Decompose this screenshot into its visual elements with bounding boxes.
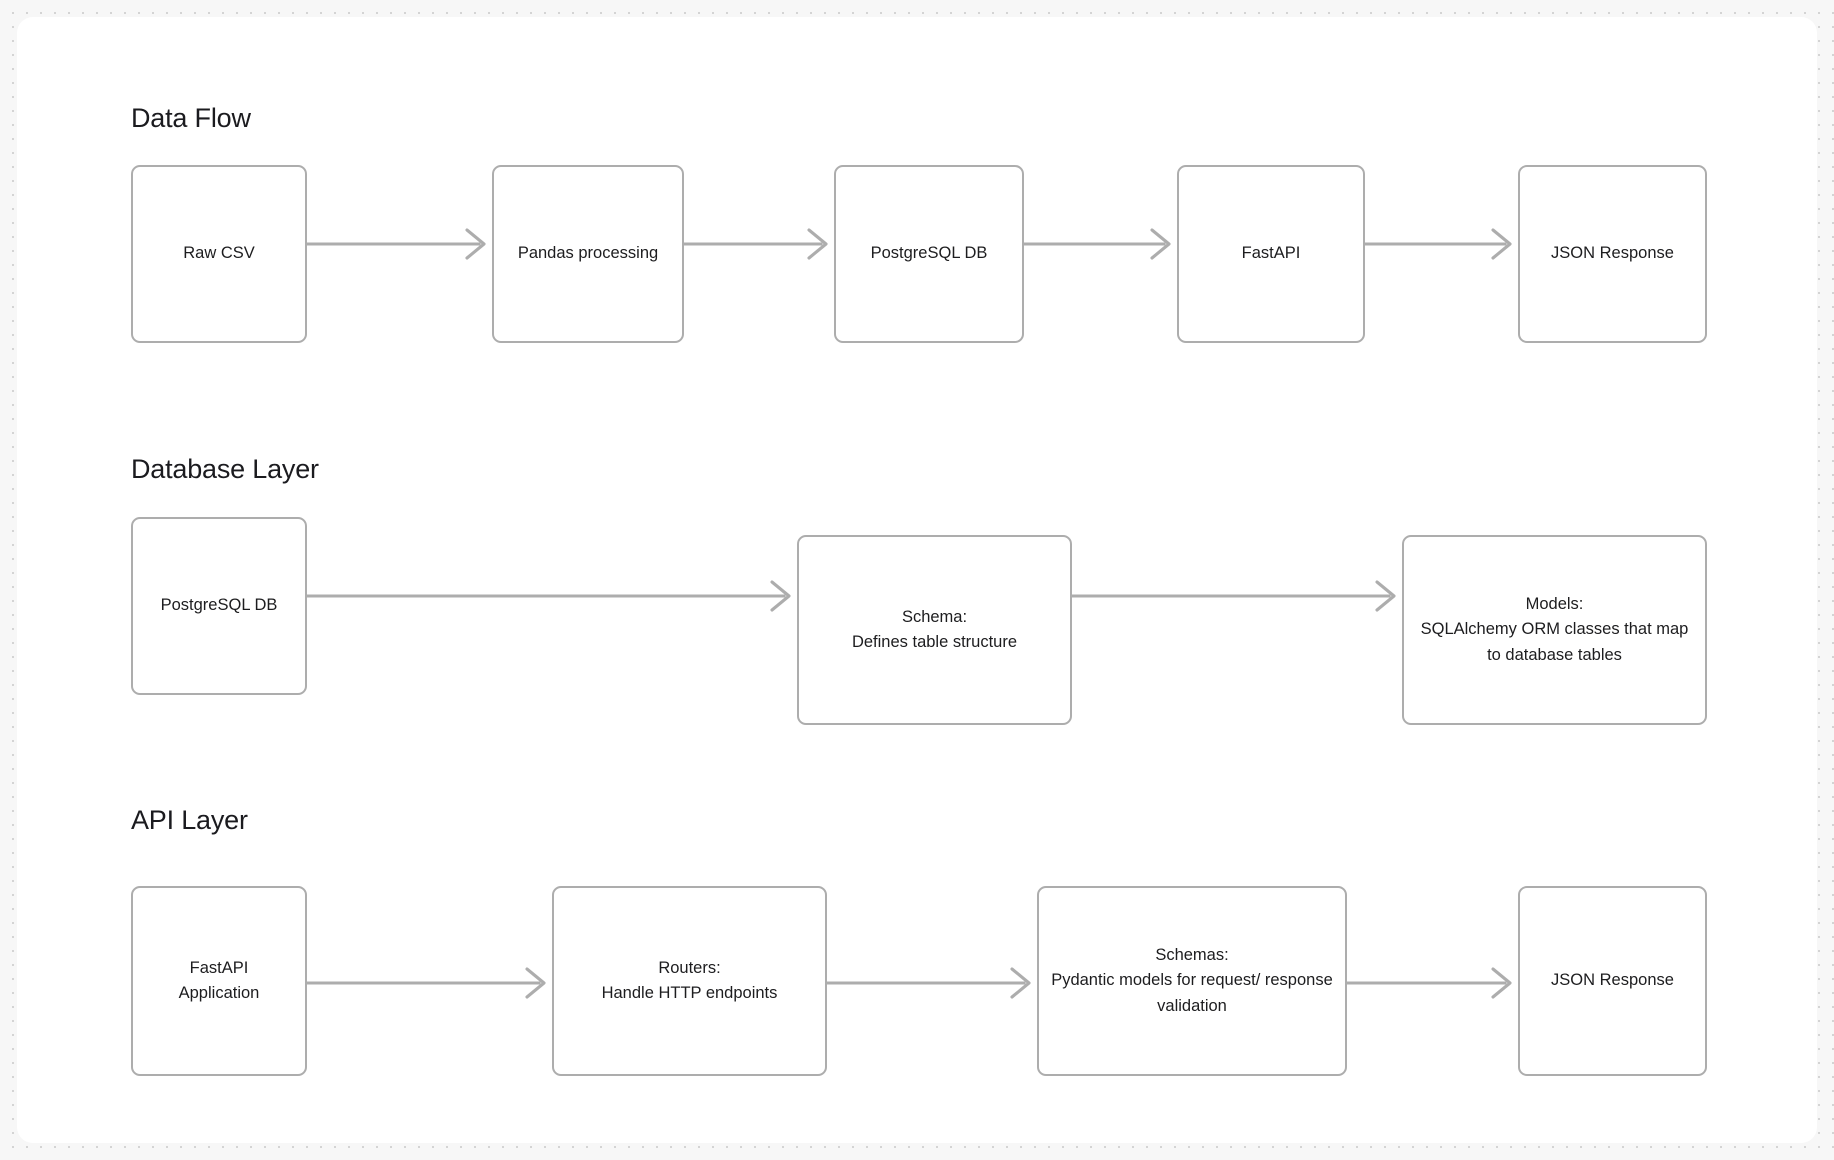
arrow-right-icon [305, 963, 552, 1003]
arrow-right-icon [825, 963, 1037, 1003]
node-label: Pandas processing [517, 244, 659, 263]
section-title-api-layer: API Layer [131, 805, 248, 835]
node-label: PostgreSQL DB [870, 244, 988, 263]
node-pandas-processing[interactable]: Pandas processing [492, 165, 684, 343]
flowchart-diagram: Data Flow Raw CSV Pandas processing Post… [17, 17, 1817, 1143]
node-fastapi[interactable]: FastAPI [1177, 165, 1365, 343]
node-label: Schemas: Pydantic models for request/ re… [1051, 946, 1333, 1015]
arrow-right-icon [1070, 576, 1402, 616]
arrow-right-icon [305, 224, 492, 264]
node-label: JSON Response [1551, 244, 1674, 263]
node-label: Raw CSV [183, 244, 255, 263]
node-label: Models: SQLAlchemy ORM classes that map … [1420, 595, 1689, 664]
node-label: PostgreSQL DB [160, 596, 278, 615]
node-label: JSON Response [1551, 971, 1674, 990]
arrow-right-icon [1363, 224, 1518, 264]
node-json-response[interactable]: JSON Response [1518, 165, 1707, 343]
section-title-database-layer: Database Layer [131, 454, 319, 484]
diagram-canvas-card: Data Flow Raw CSV Pandas processing Post… [17, 17, 1817, 1143]
node-db-models[interactable]: Models: SQLAlchemy ORM classes that map … [1402, 535, 1707, 725]
arrow-right-icon [1022, 224, 1177, 264]
arrow-right-icon [682, 224, 834, 264]
node-api-schemas[interactable]: Schemas: Pydantic models for request/ re… [1037, 886, 1347, 1076]
node-db-schema[interactable]: Schema: Defines table structure [797, 535, 1072, 725]
section-title-data-flow: Data Flow [131, 103, 251, 133]
node-postgresql-db[interactable]: PostgreSQL DB [834, 165, 1024, 343]
node-api-routers[interactable]: Routers: Handle HTTP endpoints [552, 886, 827, 1076]
node-label: Schema: Defines table structure [851, 607, 1018, 651]
arrow-right-icon [1345, 963, 1518, 1003]
node-raw-csv[interactable]: Raw CSV [131, 165, 307, 343]
arrow-right-icon [305, 576, 797, 616]
node-api-fastapi-application[interactable]: FastAPI Application [131, 886, 307, 1076]
node-db-postgresql-db[interactable]: PostgreSQL DB [131, 517, 307, 695]
node-label: Routers: Handle HTTP endpoints [601, 958, 778, 1002]
node-label: FastAPI [1241, 244, 1301, 263]
node-api-json-response[interactable]: JSON Response [1518, 886, 1707, 1076]
node-label: FastAPI Application [178, 958, 260, 1002]
